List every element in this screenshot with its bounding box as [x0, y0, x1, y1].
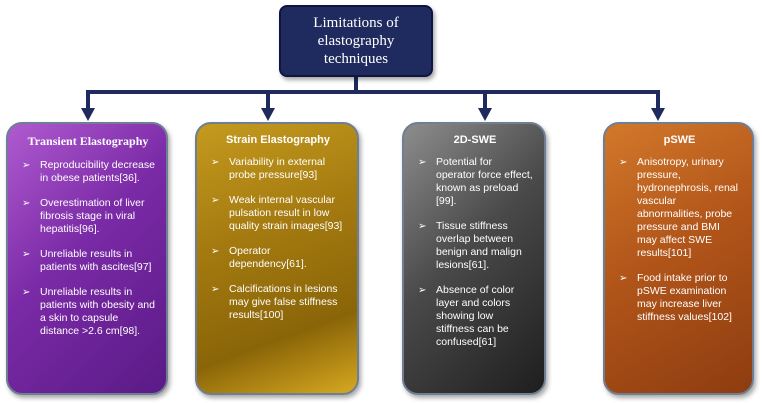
list-item: ➢Absence of color layer and colors showi…: [418, 284, 515, 348]
limitation-list: ➢Variability in external probe pressure[…: [209, 156, 347, 322]
root-node: Limitations of elastography techniques: [279, 5, 433, 77]
root-title: Limitations of elastography techniques: [313, 14, 398, 68]
card-title: Transient Elastography: [27, 134, 149, 148]
list-item: ➢Unreliable results in patients with obe…: [22, 286, 155, 337]
arrow-bullet-icon: ➢: [418, 285, 427, 296]
arrow-2dswe-icon: [478, 108, 492, 121]
card-pswe: pSWE ➢Anisotropy, urinary pressure, hydr…: [603, 122, 754, 395]
arrow-bullet-icon: ➢: [211, 284, 220, 295]
list-item: ➢Calcifications in lesions may give fals…: [211, 283, 338, 321]
arrow-bullet-icon: ➢: [22, 160, 31, 171]
list-item: ➢Potential for operator force effect, kn…: [418, 156, 533, 207]
arrow-bullet-icon: ➢: [619, 273, 628, 284]
list-item: ➢Reproducibility decrease in obese patie…: [22, 159, 155, 184]
limitation-list: ➢Potential for operator force effect, kn…: [416, 156, 534, 349]
limitation-list: ➢Anisotropy, urinary pressure, hydroneph…: [617, 156, 742, 324]
limitation-list: ➢Reproducibility decrease in obese patie…: [20, 159, 156, 338]
arrow-bullet-icon: ➢: [619, 157, 628, 168]
root-title-line-1: Limitations of: [313, 15, 399, 31]
list-item: ➢Anisotropy, urinary pressure, hydroneph…: [619, 156, 738, 259]
arrow-transient-icon: [81, 108, 95, 121]
arrow-bullet-icon: ➢: [22, 287, 31, 298]
card-title: 2D-SWE: [453, 134, 497, 146]
arrow-bullet-icon: ➢: [211, 246, 220, 257]
arrow-pswe-icon: [651, 108, 665, 121]
list-item: ➢Food intake prior to pSWE examination m…: [619, 272, 732, 323]
arrow-bullet-icon: ➢: [418, 221, 427, 232]
card-title: Strain Elastography: [226, 134, 330, 146]
list-item: ➢Unreliable results in patients with asc…: [22, 248, 152, 273]
arrow-strain-icon: [261, 108, 275, 121]
card-title: pSWE: [663, 134, 696, 146]
card-2d-swe: 2D-SWE ➢Potential for operator force eff…: [402, 122, 546, 395]
list-item: ➢Overestimation of liver fibrosis stage …: [22, 197, 145, 235]
arrow-bullet-icon: ➢: [22, 198, 31, 209]
card-transient-elastography: Transient Elastography ➢Reproducibility …: [6, 122, 168, 395]
arrow-bullet-icon: ➢: [211, 195, 220, 206]
arrow-bullet-icon: ➢: [418, 157, 427, 168]
arrow-bullet-icon: ➢: [211, 157, 220, 168]
card-strain-elastography: Strain Elastography ➢Variability in exte…: [195, 122, 359, 395]
list-item: ➢Tissue stiffness overlap between benign…: [418, 220, 522, 271]
root-title-line-3: techniques: [323, 51, 389, 67]
list-item: ➢Operator dependency[61].: [211, 245, 307, 270]
list-item: ➢Weak internal vascular pulsation result…: [211, 194, 343, 232]
root-title-line-2: elastography: [317, 33, 395, 49]
list-item: ➢Variability in external probe pressure[…: [211, 156, 326, 181]
arrow-bullet-icon: ➢: [22, 249, 31, 260]
